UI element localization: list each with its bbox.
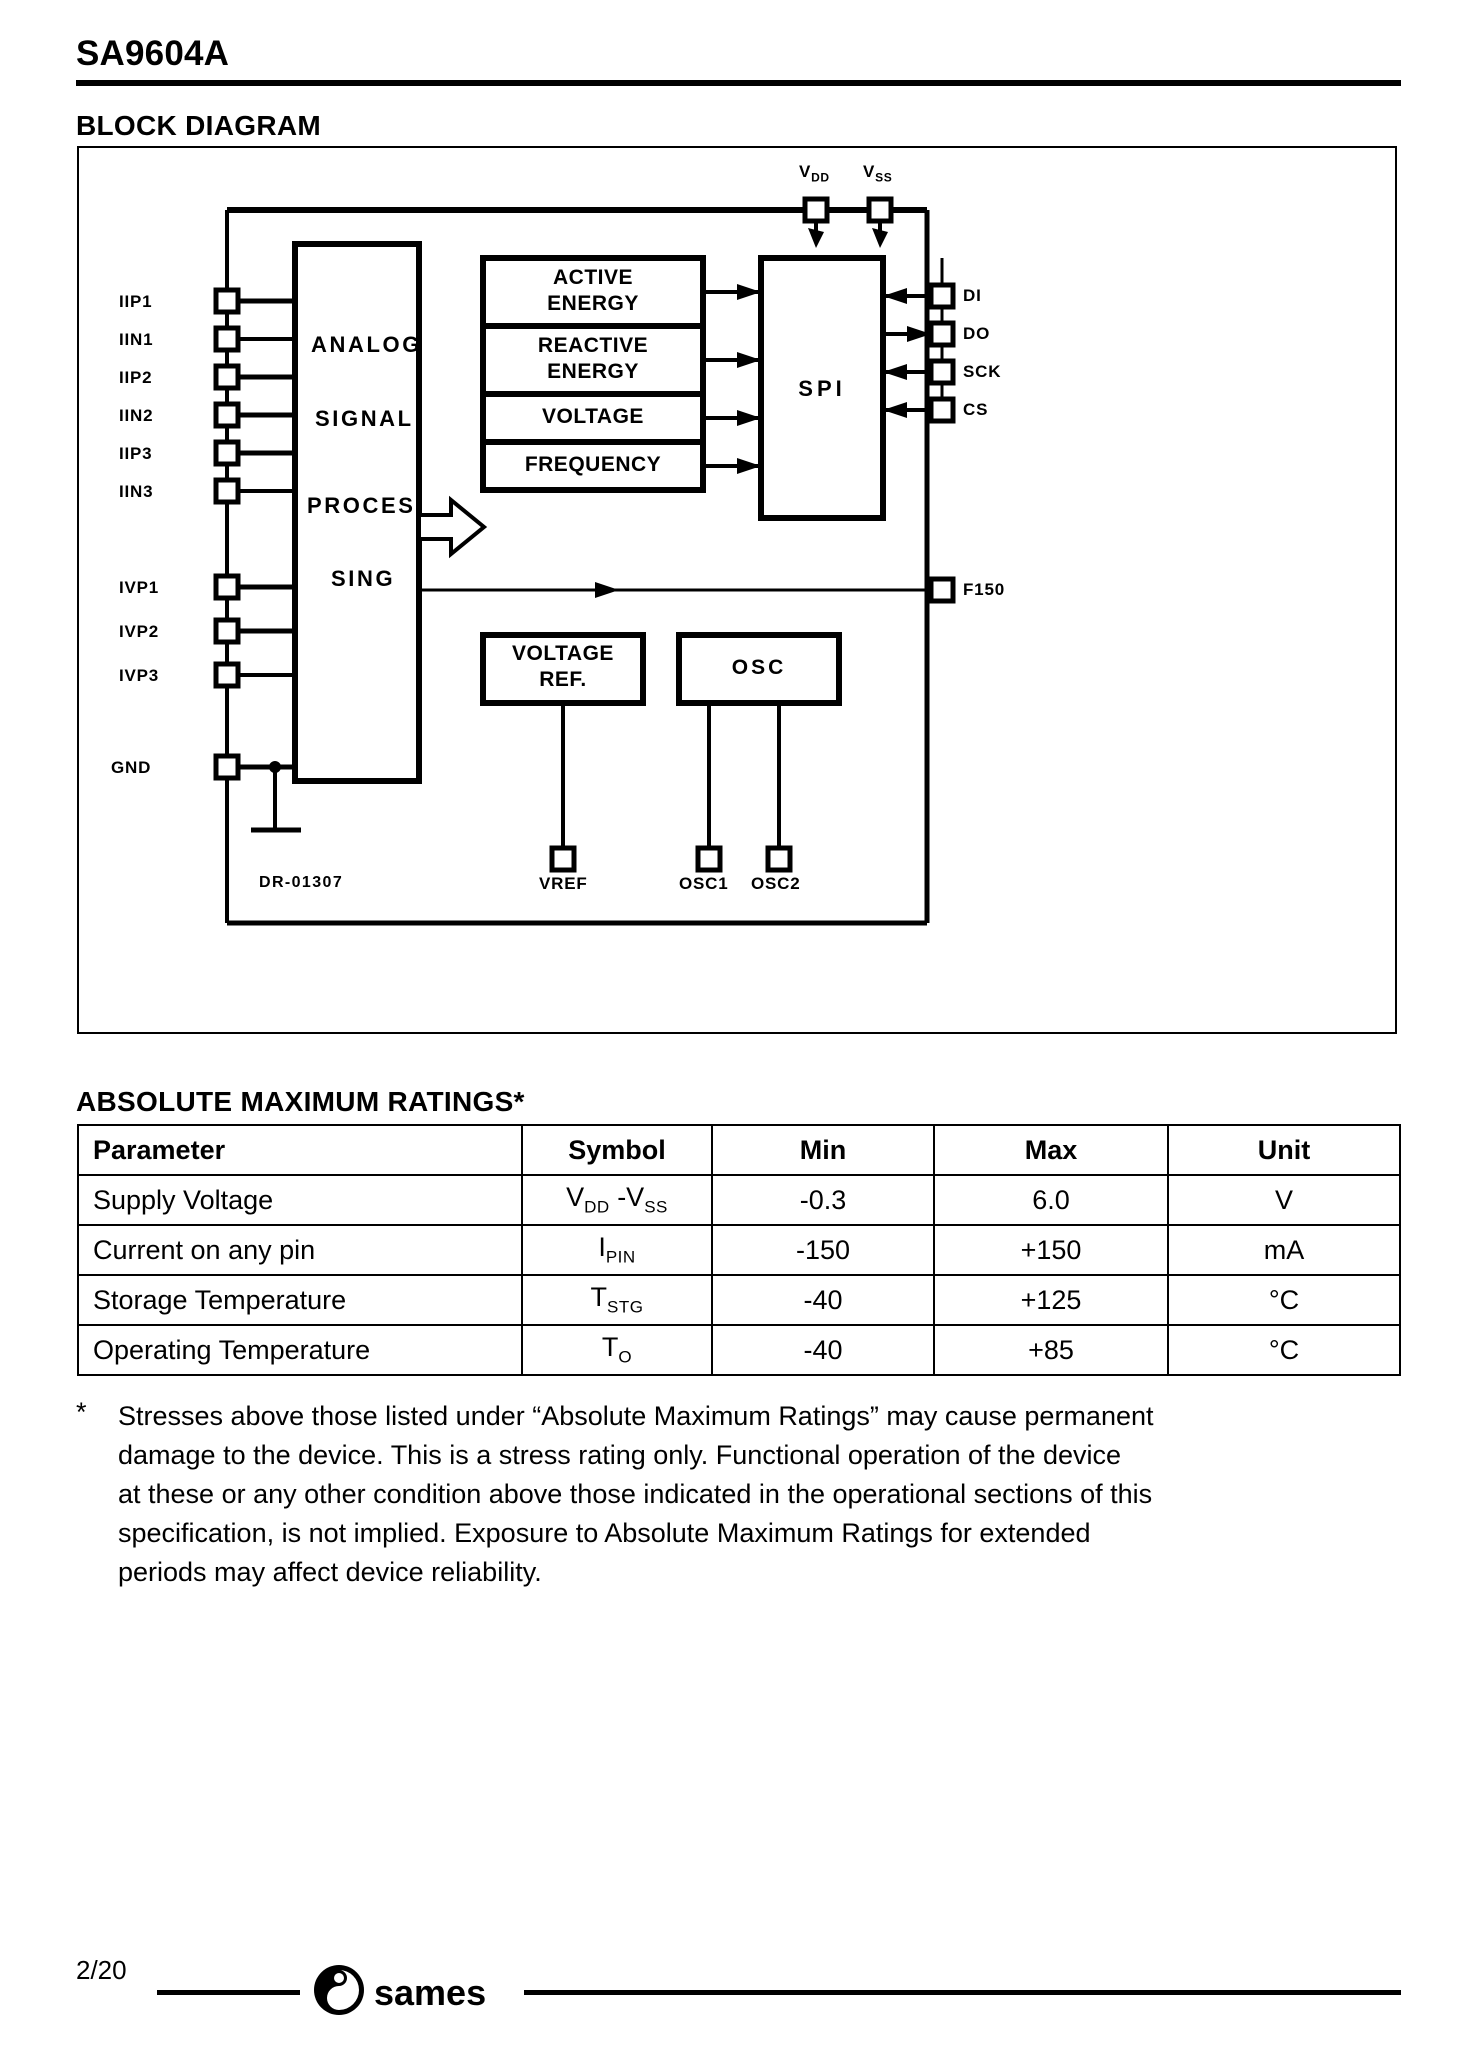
pin-label-ivp3: IVP3 <box>119 666 160 685</box>
block-active-energy-line1: ACTIVE <box>552 266 633 289</box>
pin-label-iip1: IIP1 <box>119 292 153 311</box>
pin-label-vss-base: V <box>863 162 876 181</box>
asp-line-analog: ANALOG <box>311 332 422 357</box>
cell-symbol: VDD -VSS <box>521 1174 713 1226</box>
block-frequency: FREQUENCY <box>524 453 662 476</box>
pin-label-osc1: OSC1 <box>679 874 729 893</box>
column-header-max: Max <box>933 1124 1169 1176</box>
pin-label-osc2: OSC2 <box>751 874 801 893</box>
footnote-line-2: damage to the device. This is a stress r… <box>118 1440 1122 1470</box>
sames-logo: sames <box>312 1962 512 2020</box>
footnote-text: Stresses above those listed under “Absol… <box>118 1397 1402 1592</box>
cell-unit: mA <box>1167 1224 1401 1276</box>
cell-min: -40 <box>711 1324 935 1376</box>
block-active-energy-line2: ENERGY <box>547 292 639 315</box>
cell-parameter: Current on any pin <box>77 1224 523 1276</box>
cell-max: +125 <box>933 1274 1169 1326</box>
pin-label-iin2: IIN2 <box>119 406 154 425</box>
block-voltage-ref-line2: REF. <box>539 668 587 691</box>
footnote-line-5: periods may affect device reliability. <box>118 1557 542 1587</box>
block-voltage: VOLTAGE <box>542 405 644 428</box>
pin-label-vss-sub: SS <box>875 170 893 185</box>
cell-unit: V <box>1167 1174 1401 1226</box>
page-title: SA9604A <box>76 34 230 73</box>
block-reactive-energy-line2: ENERGY <box>547 360 639 383</box>
column-header-unit: Unit <box>1167 1124 1401 1176</box>
block-diagram-frame: IIP1 IIN1 IIP2 IIN2 IIP3 IIN3 IVP1 IVP2 … <box>77 146 1397 1034</box>
footnote-marker: * <box>76 1397 87 1427</box>
header-divider <box>76 80 1401 86</box>
cell-symbol: TSTG <box>521 1274 713 1326</box>
footer-rule-right <box>524 1990 1401 1995</box>
pin-label-f150: F150 <box>963 580 1005 599</box>
block-spi: SPI <box>798 376 846 401</box>
cell-min: -40 <box>711 1274 935 1326</box>
cell-symbol: IPIN <box>521 1224 713 1276</box>
pin-label-sck: SCK <box>963 362 1002 381</box>
cell-min: -0.3 <box>711 1174 935 1226</box>
cell-symbol: TO <box>521 1324 713 1376</box>
section-heading-absolute-maximum-ratings: ABSOLUTE MAXIMUM RATINGS* <box>76 1086 525 1117</box>
logo-wordmark: sames <box>374 1972 486 2013</box>
table-row: Operating Temperature TO -40 +85 °C <box>77 1324 1401 1376</box>
footnote-line-1: Stresses above those listed under “Absol… <box>118 1401 1154 1431</box>
section-heading-block-diagram: BLOCK DIAGRAM <box>76 110 321 141</box>
page-number: 2/20 <box>76 1955 127 1985</box>
pin-label-vdd: VDD <box>799 162 830 184</box>
cell-max: +150 <box>933 1224 1169 1276</box>
pin-label-vref: VREF <box>539 874 588 893</box>
column-header-min: Min <box>711 1124 935 1176</box>
pin-label-iip3: IIP3 <box>119 444 153 463</box>
cell-unit: °C <box>1167 1324 1401 1376</box>
drawing-number: DR-01307 <box>259 874 344 891</box>
pin-label-ivp2: IVP2 <box>119 622 160 641</box>
pin-label-iin3: IIN3 <box>119 482 154 501</box>
table-row: Current on any pin IPIN -150 +150 mA <box>77 1224 1401 1276</box>
block-osc: OSC <box>731 656 787 679</box>
cell-parameter: Storage Temperature <box>77 1274 523 1326</box>
block-reactive-energy-line1: REACTIVE <box>537 334 649 357</box>
pin-label-vdd-base: V <box>799 162 812 181</box>
pin-label-di: DI <box>963 286 982 305</box>
cell-parameter: Supply Voltage <box>77 1174 523 1226</box>
table-row: Supply Voltage VDD -VSS -0.3 6.0 V <box>77 1174 1401 1226</box>
block-diagram: IIP1 IIN1 IIP2 IIN2 IIP3 IIN3 IVP1 IVP2 … <box>79 148 1399 1036</box>
pin-label-vdd-sub: DD <box>811 170 830 185</box>
pin-label-iip2: IIP2 <box>119 368 153 387</box>
cell-parameter: Operating Temperature <box>77 1324 523 1376</box>
pin-label-iin1: IIN1 <box>119 330 154 349</box>
cell-max: +85 <box>933 1324 1169 1376</box>
column-header-parameter: Parameter <box>77 1124 523 1176</box>
pin-label-cs: CS <box>963 400 989 419</box>
block-diagram-lines <box>213 196 956 926</box>
table-header-row: Parameter Symbol Min Max Unit <box>77 1124 1401 1176</box>
footer-rule-left <box>157 1990 300 1995</box>
asp-line-signal: SIGNAL <box>315 406 414 431</box>
table-row: Storage Temperature TSTG -40 +125 °C <box>77 1274 1401 1326</box>
block-voltage-ref-line1: VOLTAGE <box>512 642 614 665</box>
footnote-line-4: specification, is not implied. Exposure … <box>118 1518 1091 1548</box>
asp-line-sing: SING <box>331 566 396 591</box>
pin-label-do: DO <box>963 324 991 343</box>
pin-label-ivp1: IVP1 <box>119 578 160 597</box>
cell-min: -150 <box>711 1224 935 1276</box>
asp-line-proces: PROCES- <box>307 493 426 518</box>
cell-max: 6.0 <box>933 1174 1169 1226</box>
pin-label-vss: VSS <box>863 162 892 184</box>
column-header-symbol: Symbol <box>521 1124 713 1176</box>
absolute-maximum-ratings-table: Parameter Symbol Min Max Unit Supply Vol… <box>77 1124 1401 1376</box>
cell-unit: °C <box>1167 1274 1401 1326</box>
pin-label-gnd: GND <box>111 758 152 777</box>
footnote-line-3: at these or any other condition above th… <box>118 1479 1153 1509</box>
